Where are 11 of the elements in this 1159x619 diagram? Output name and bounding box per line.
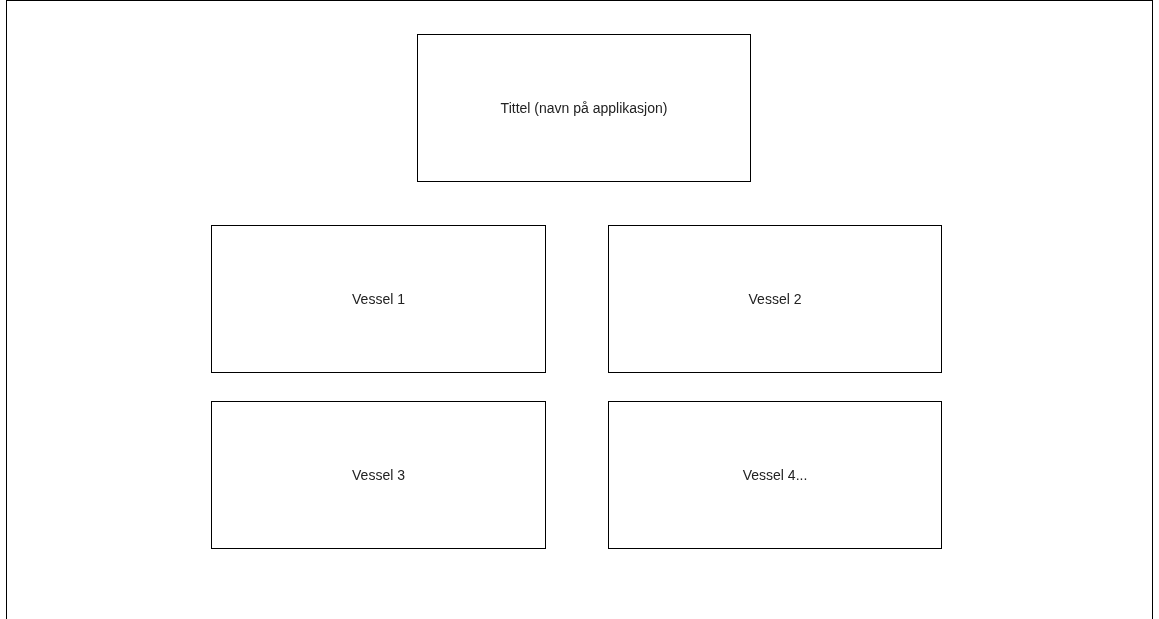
- panel-label: Vessel 3: [352, 467, 405, 483]
- panel-box: [211, 401, 546, 549]
- panel-box: [417, 34, 751, 182]
- panel-label: Vessel 1: [352, 291, 405, 307]
- panel-box: [211, 225, 546, 373]
- panel-label: Vessel 4...: [742, 467, 808, 483]
- panel-label: Vessel 2: [748, 291, 802, 307]
- panel-box: [608, 401, 942, 549]
- page-frame: [6, 0, 1153, 619]
- panel-label: Tittel (navn på applikasjon): [500, 100, 668, 116]
- panel-box: [608, 225, 942, 373]
